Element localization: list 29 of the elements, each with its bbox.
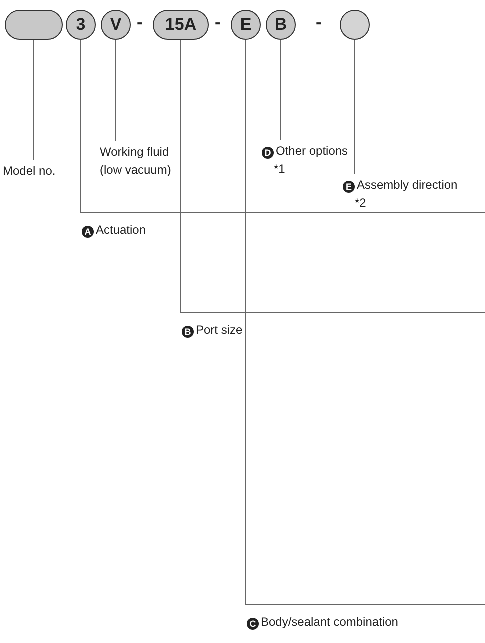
- code-segment-pill: [5, 10, 63, 40]
- letter-badge: D: [262, 147, 274, 159]
- leader-line: [354, 40, 356, 174]
- option-label: Other options: [276, 144, 348, 158]
- blank-code-circle: [340, 10, 370, 40]
- letter-badge: A: [82, 226, 94, 238]
- option-label: Port size: [196, 323, 243, 337]
- leader-line: [80, 40, 485, 214]
- option-label: Assembly direction: [357, 178, 458, 192]
- letter-badge: C: [247, 618, 259, 630]
- letter-badge: B: [182, 326, 194, 338]
- leader-line: [246, 40, 485, 606]
- leader-line: [280, 40, 282, 140]
- option-label: Actuation: [96, 223, 146, 237]
- footnote-mark: *2: [355, 195, 368, 212]
- code-segment-circle: B: [266, 10, 296, 40]
- letter-badge: E: [343, 181, 355, 193]
- leader-line: [180, 40, 485, 314]
- option-label: Working fluid (low vacuum): [100, 145, 172, 177]
- code-segment-pill: 15A: [153, 10, 209, 40]
- footnote-mark: *1: [274, 161, 286, 178]
- option-label: Model no.: [3, 164, 56, 178]
- option-label: Body/sealant combination: [261, 615, 398, 629]
- hyphen-separator: -: [316, 13, 322, 33]
- hyphen-separator: -: [137, 13, 143, 33]
- code-segment-circle: 3: [66, 10, 96, 40]
- hyphen-separator: -: [215, 13, 221, 33]
- code-segment-circle: E: [231, 10, 261, 40]
- code-segment-circle: V: [101, 10, 131, 40]
